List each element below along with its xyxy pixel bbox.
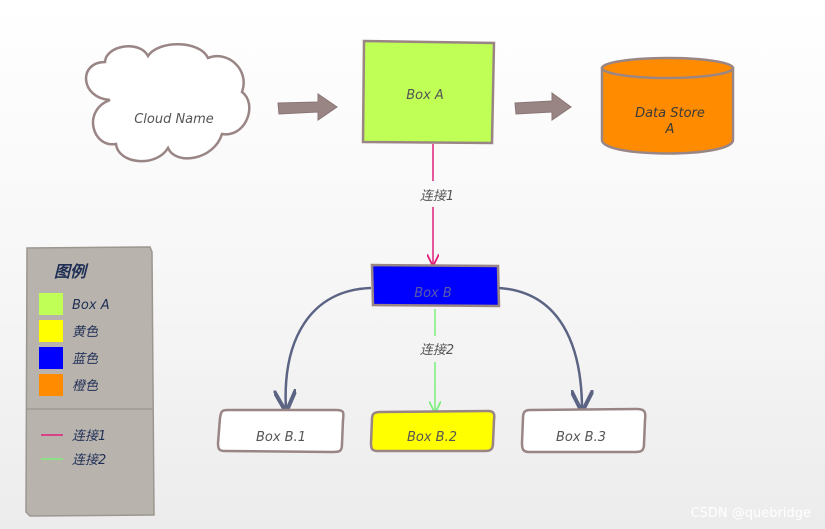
box-b3-label: Box B.3 [556,430,606,445]
connector-link1[interactable]: 连接1 [420,144,454,265]
data-store-body [600,66,735,155]
legend-label-box-a: Box A [72,298,110,313]
legend-label-yellow: 黄色 [72,325,99,340]
legend-swatch-box-a [39,293,63,315]
box-a-node[interactable]: Box A [361,39,496,145]
legend-panel: 图例 Box A 黄色 蓝色 橙色 连接1 连接2 [25,246,155,517]
cloud-shape [84,43,251,163]
link2-label: 连接2 [420,343,454,358]
curve-box-b-to-b3 [498,286,582,410]
box-b3-node[interactable]: Box B.3 [520,407,647,454]
box-b-node[interactable]: Box B [370,263,501,308]
connector-link2[interactable]: 连接2 [420,309,454,412]
curve-box-b-to-b1 [286,286,372,410]
cloud-node[interactable]: Cloud Name [84,43,251,163]
flow-arrow-cloud-to-box-a [277,93,338,121]
box-b3-shape [520,407,647,454]
legend-label-orange: 橙色 [72,379,99,394]
watermark: CSDN @quebridge [690,506,811,521]
data-store-node[interactable]: Data Store A [600,56,735,155]
box-b2-label: Box B.2 [407,430,457,445]
legend-swatch-yellow [39,320,63,342]
data-store-top [600,56,735,80]
link1-label: 连接1 [420,189,454,204]
box-a-label: Box A [406,88,444,103]
box-b1-label: Box B.1 [256,430,306,445]
box-a-shape [361,39,496,145]
legend-title: 图例 [54,262,89,281]
legend-swatch-blue [39,347,63,369]
legend-label-link2: 连接2 [72,453,106,468]
legend-label-link1: 连接1 [72,429,106,444]
box-b-shape [370,263,501,308]
cloud-label: Cloud Name [134,112,214,127]
legend-label-blue: 蓝色 [72,352,99,367]
box-b-label: Box B [414,286,452,301]
data-store-label-line1: Data Store [635,106,705,121]
legend-swatch-orange [39,374,63,396]
data-store-label-line2: A [665,122,675,137]
box-b2-shape [369,409,496,453]
box-b2-node[interactable]: Box B.2 [369,409,496,453]
box-b1-shape [216,408,345,454]
flow-arrow-box-a-to-data-store [514,92,572,121]
box-b1-node[interactable]: Box B.1 [216,408,345,454]
